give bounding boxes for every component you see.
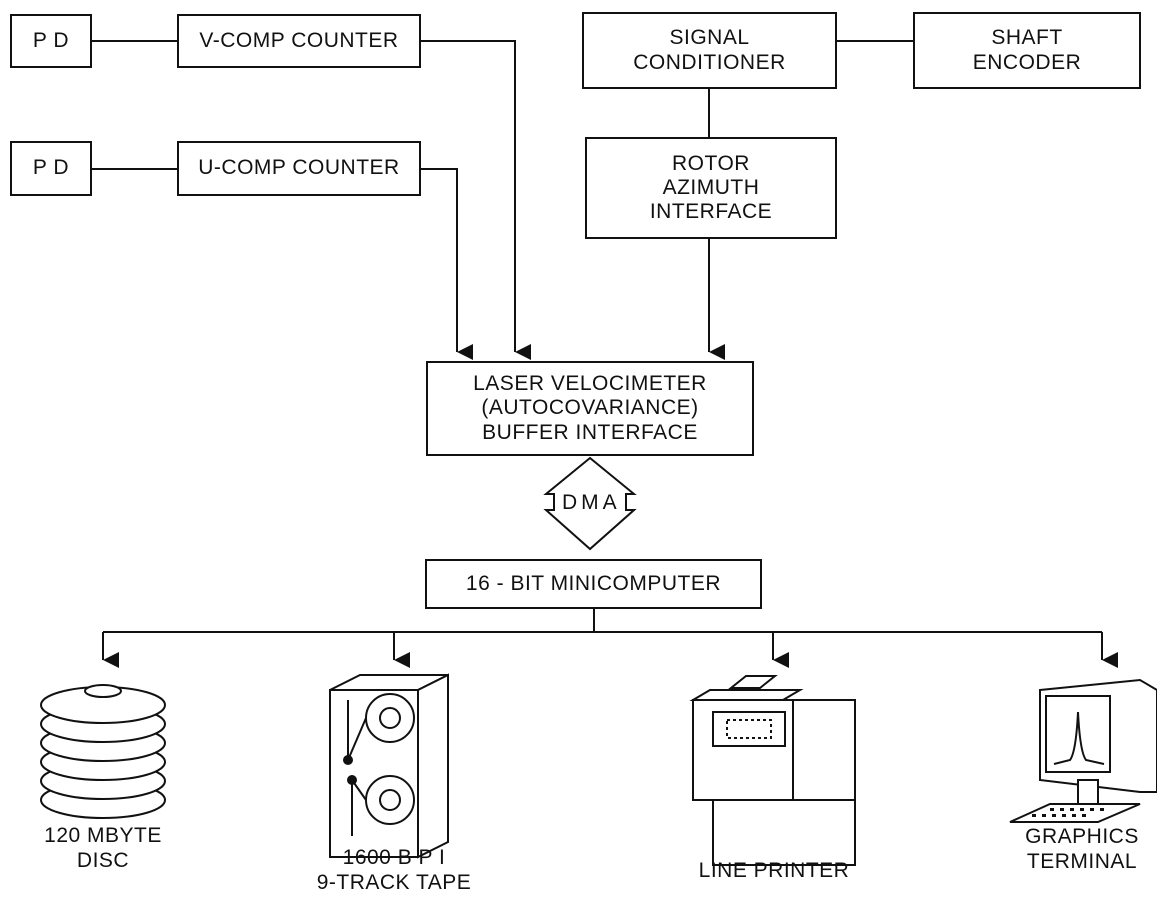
tape-label-line-1: 1600 B P I [294, 845, 494, 870]
u-comp-counter-box: U-COMP COUNTER [177, 141, 421, 196]
rotor-line-1: ROTOR [672, 152, 750, 176]
disc-label-line-2: DISC [13, 848, 193, 873]
signal-conditioner-line-1: SIGNAL [669, 26, 749, 50]
pd-box-top: P D [10, 14, 92, 68]
signal-conditioner-box: SIGNAL CONDITIONER [582, 12, 837, 89]
graphics-terminal-icon [1010, 680, 1157, 822]
rotor-azimuth-interface-box: ROTOR AZIMUTH INTERFACE [585, 137, 837, 239]
rotor-line-3: INTERFACE [650, 200, 772, 224]
tape-label: 1600 B P I 9-TRACK TAPE [294, 845, 494, 895]
u-counter-label: U-COMP COUNTER [198, 156, 399, 180]
buffer-line-2: (AUTOCOVARIANCE) [481, 396, 698, 420]
disc-label: 120 MBYTE DISC [13, 823, 193, 873]
printer-label-text: LINE PRINTER [674, 858, 874, 883]
line-printer-icon [693, 676, 855, 865]
v-counter-label: V-COMP COUNTER [199, 29, 398, 53]
tape-drive-icon [330, 675, 448, 857]
u-counter-arrow [421, 169, 457, 352]
minicomputer-label: 16 - BIT MINICOMPUTER [466, 572, 721, 596]
printer-label: LINE PRINTER [674, 858, 874, 883]
rotor-line-2: AZIMUTH [663, 176, 760, 200]
buffer-line-3: BUFFER INTERFACE [482, 421, 698, 445]
pd-top-label: P D [33, 29, 69, 53]
pd-box-bottom: P D [10, 141, 92, 196]
terminal-label-line-2: TERMINAL [1010, 849, 1154, 874]
buffer-line-1: LASER VELOCIMETER [473, 372, 707, 396]
shaft-encoder-box: SHAFT ENCODER [913, 12, 1141, 89]
terminal-label: GRAPHICS TERMINAL [1010, 824, 1154, 874]
dma-label: DMA [562, 491, 621, 515]
v-counter-arrow [421, 41, 515, 352]
minicomputer-box: 16 - BIT MINICOMPUTER [425, 559, 762, 609]
terminal-label-line-1: GRAPHICS [1010, 824, 1154, 849]
shaft-encoder-line-1: SHAFT [991, 26, 1062, 50]
disc-label-line-1: 120 MBYTE [13, 823, 193, 848]
disc-stack-icon [41, 685, 165, 818]
tape-label-line-2: 9-TRACK TAPE [294, 870, 494, 895]
pd-bottom-label: P D [33, 156, 69, 180]
buffer-interface-box: LASER VELOCIMETER (AUTOCOVARIANCE) BUFFE… [426, 361, 754, 456]
shaft-encoder-line-2: ENCODER [973, 51, 1082, 75]
v-comp-counter-box: V-COMP COUNTER [177, 14, 421, 68]
signal-conditioner-line-2: CONDITIONER [633, 51, 786, 75]
